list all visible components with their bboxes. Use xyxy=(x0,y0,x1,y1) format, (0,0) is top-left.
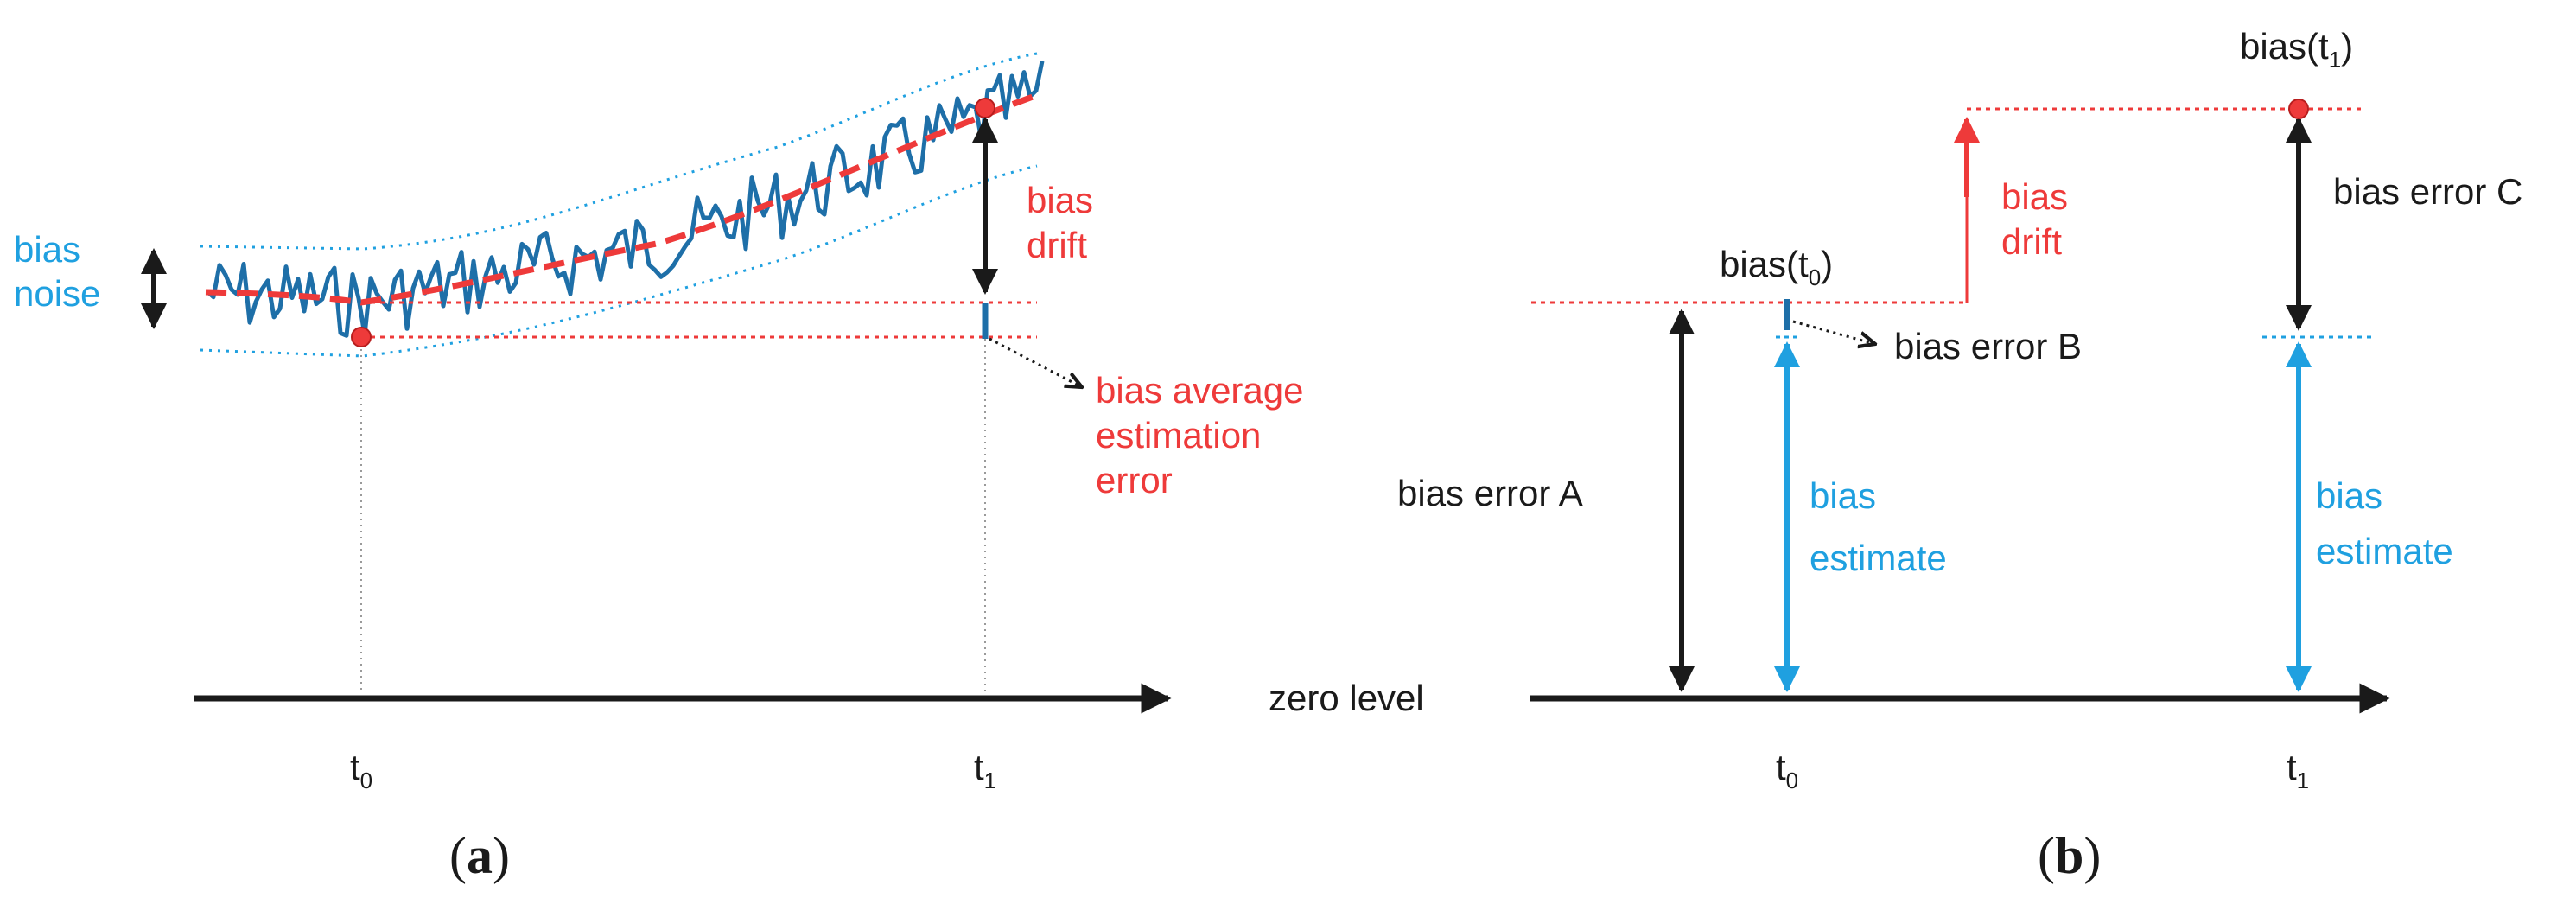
avg-error-label-line1: bias average xyxy=(1096,370,1304,411)
bias-trend-line xyxy=(205,93,1034,306)
caption-a: (a) xyxy=(449,827,510,884)
t1-label-a: t1 xyxy=(974,747,996,793)
bias-drift-label-line2: drift xyxy=(1027,225,1087,265)
avg-error-label-line2: estimation xyxy=(1096,415,1261,455)
bias-drift-label-b-line1: bias xyxy=(2001,176,2068,217)
bias-estimate-t0-label-line2: estimate xyxy=(1810,538,1947,578)
noise-upper-envelope xyxy=(200,52,1038,251)
caption-b: (b) xyxy=(2038,827,2101,884)
bias-estimate-t1-label-line1: bias xyxy=(2316,475,2382,516)
bias-error-c-label: bias error C xyxy=(2333,171,2522,212)
bias-noise-label-line1: bias xyxy=(14,229,80,270)
bias-estimate-t1-label-line2: estimate xyxy=(2316,531,2453,571)
panel-a: bias noise bias drift bias average estim… xyxy=(14,52,1304,884)
t0-label-a: t0 xyxy=(350,747,372,793)
bias-t1-label: bias(t1) xyxy=(2240,26,2353,73)
avg-error-label-line3: error xyxy=(1096,460,1173,500)
bias-error-b-label: bias error B xyxy=(1894,326,2082,366)
bias-t1-point xyxy=(975,98,995,118)
bias-t0-point xyxy=(351,327,372,347)
bias-noise-label-line2: noise xyxy=(14,273,100,314)
t0-label-b: t0 xyxy=(1776,747,1798,793)
bias-noise-signal xyxy=(206,61,1045,338)
t1-label-b: t1 xyxy=(2287,747,2309,793)
bias-drift-label-b-line2: drift xyxy=(2001,221,2062,262)
panel-b: bias(t1) bias(t0) bias drift bias error … xyxy=(1269,26,2522,884)
bias-error-b-pointer xyxy=(1792,320,1875,344)
zero-level-label: zero level xyxy=(1269,678,1424,718)
bias-estimate-t0-label-line1: bias xyxy=(1810,475,1876,516)
bias-drift-label-line1: bias xyxy=(1027,180,1093,220)
bias-t0-label: bias(t0) xyxy=(1720,244,1833,290)
bias-error-a-label: bias error A xyxy=(1397,473,1583,513)
estimation-error-pointer xyxy=(989,337,1082,387)
bias-t1-point-b xyxy=(2288,99,2309,119)
noise-lower-envelope xyxy=(200,164,1038,358)
